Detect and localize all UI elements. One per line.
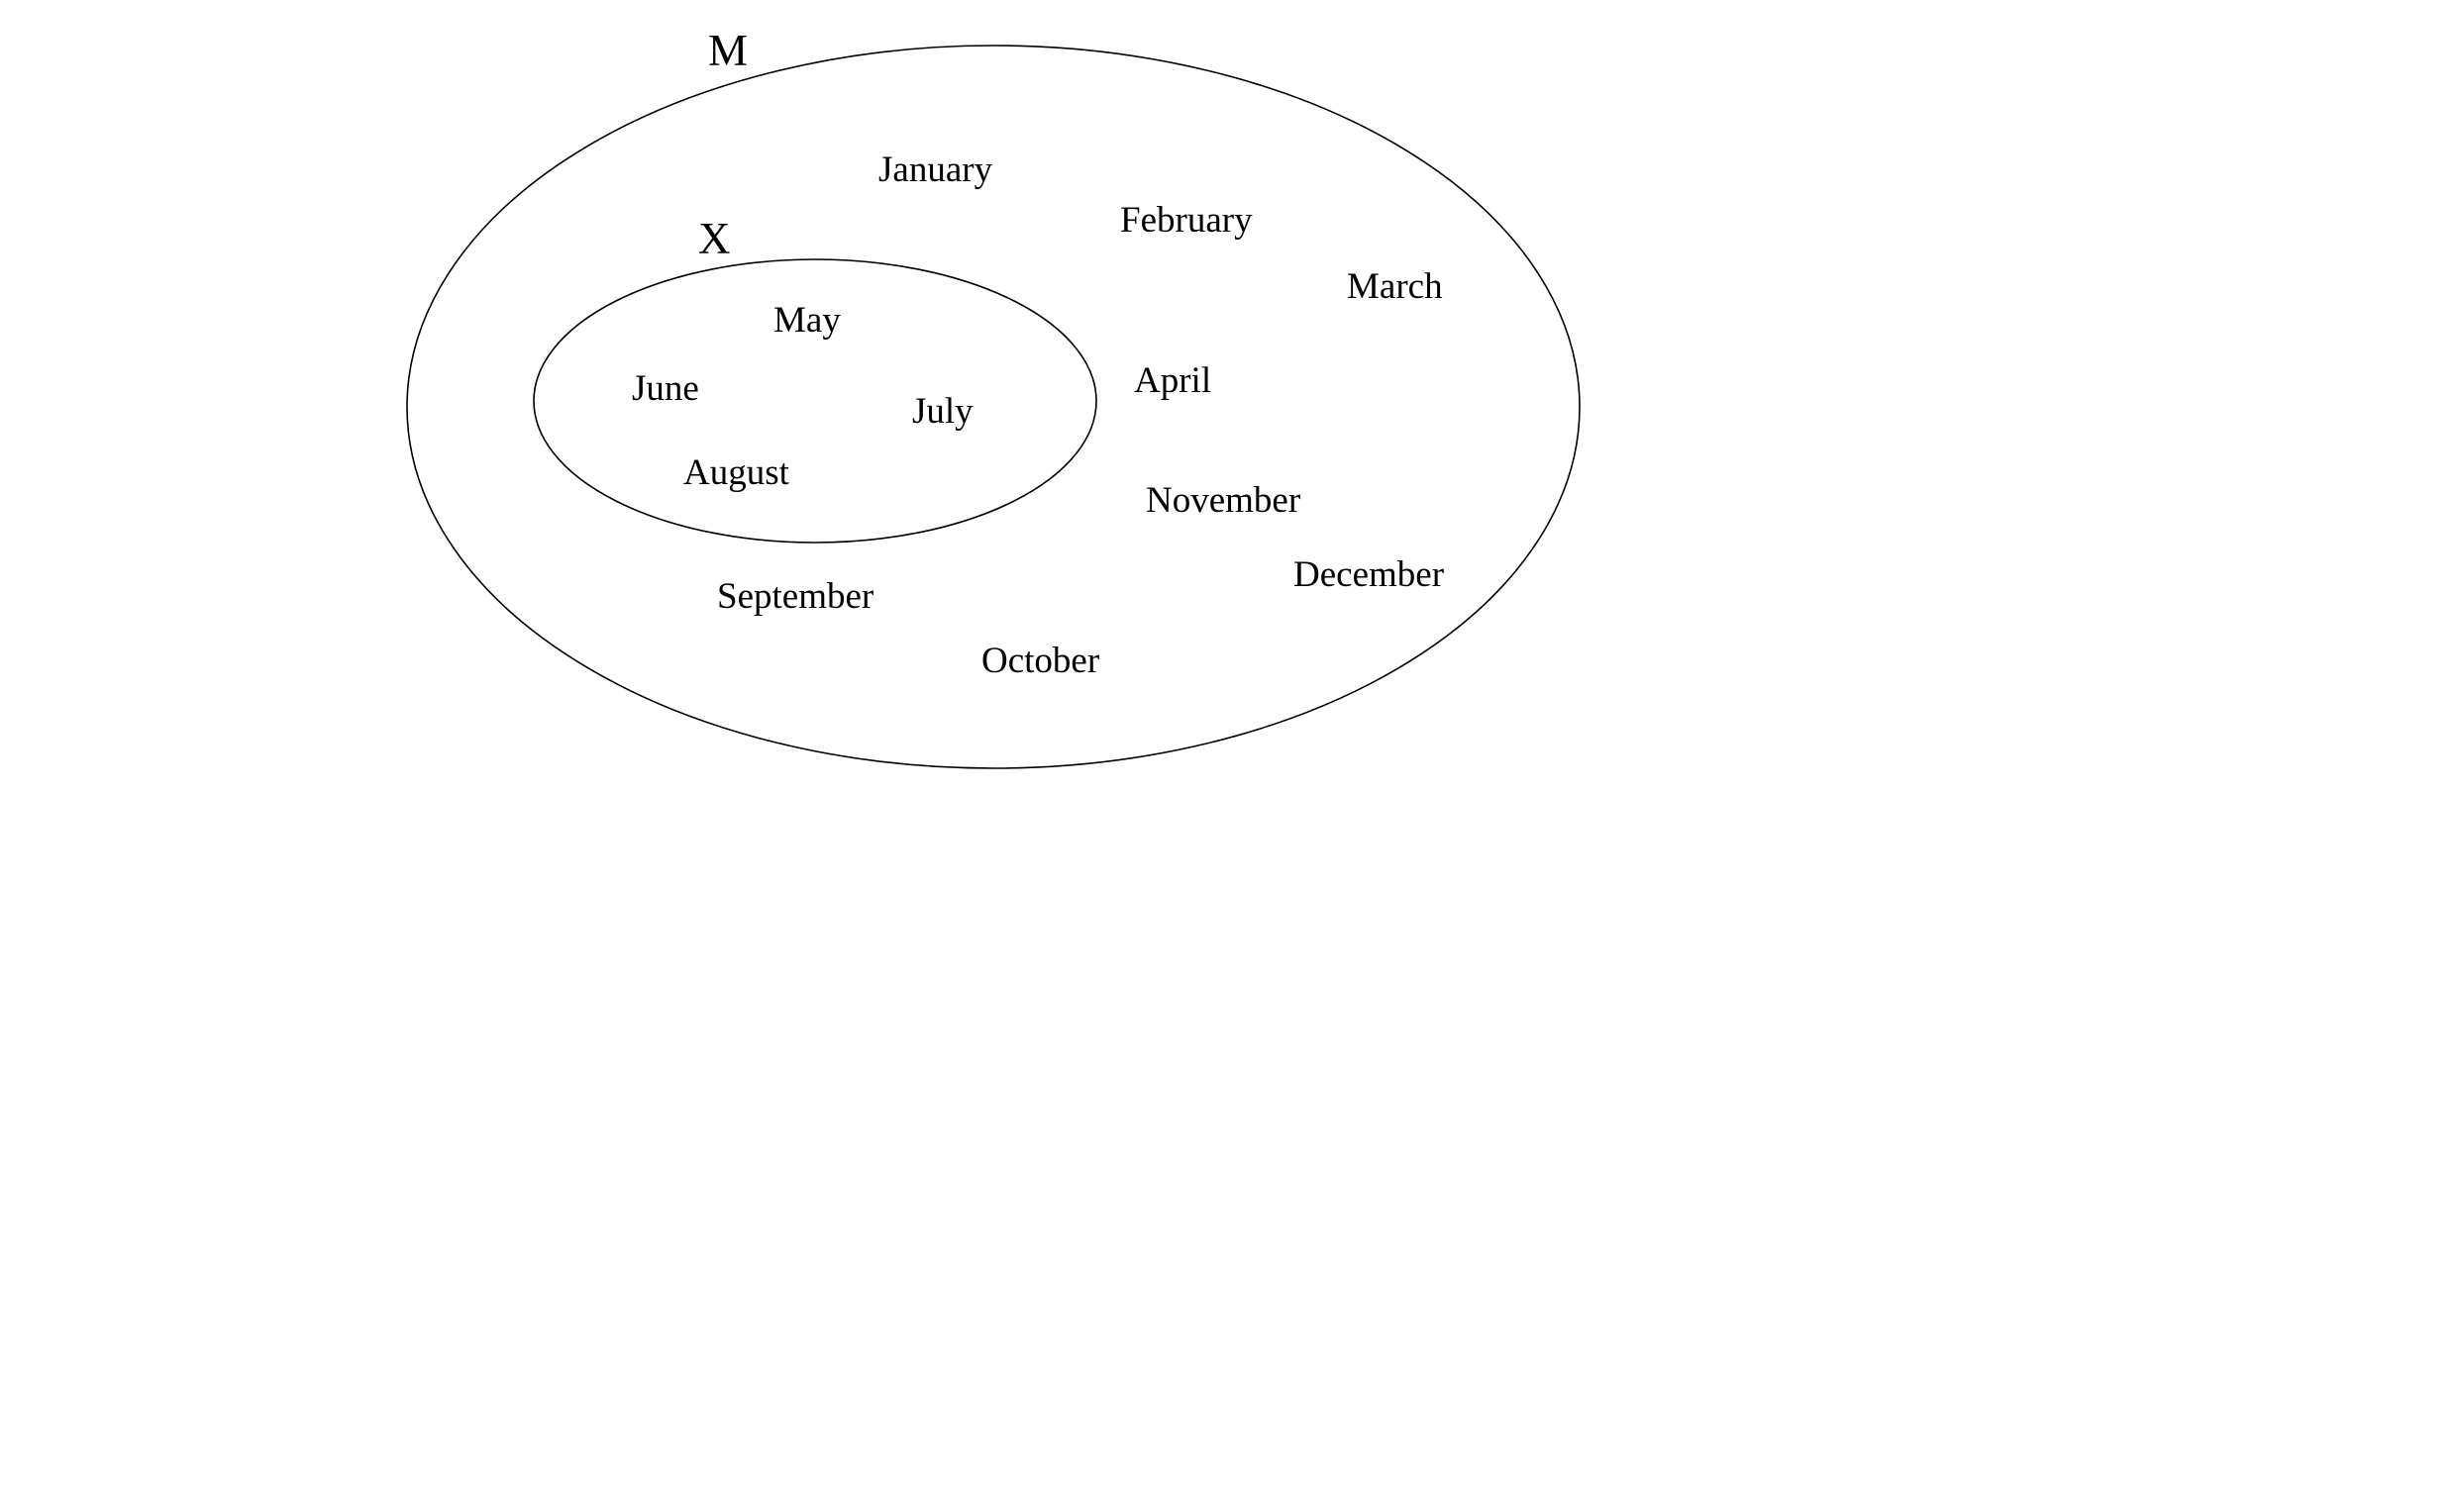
element-october: October [981, 641, 1099, 681]
element-february: February [1120, 200, 1253, 241]
set-m-label: M [708, 26, 748, 75]
element-may: May [773, 300, 841, 341]
element-december: December [1293, 554, 1444, 595]
set-m-ellipse [406, 45, 1581, 769]
element-september: September [717, 576, 873, 617]
element-november: November [1146, 480, 1300, 521]
element-august: August [683, 452, 790, 493]
element-april: April [1134, 360, 1211, 401]
element-january: January [878, 149, 993, 190]
set-x-label: X [698, 214, 731, 263]
element-june: June [632, 368, 699, 409]
element-july: July [912, 391, 974, 432]
set-x-ellipse [533, 258, 1097, 544]
element-march: March [1347, 266, 1443, 307]
